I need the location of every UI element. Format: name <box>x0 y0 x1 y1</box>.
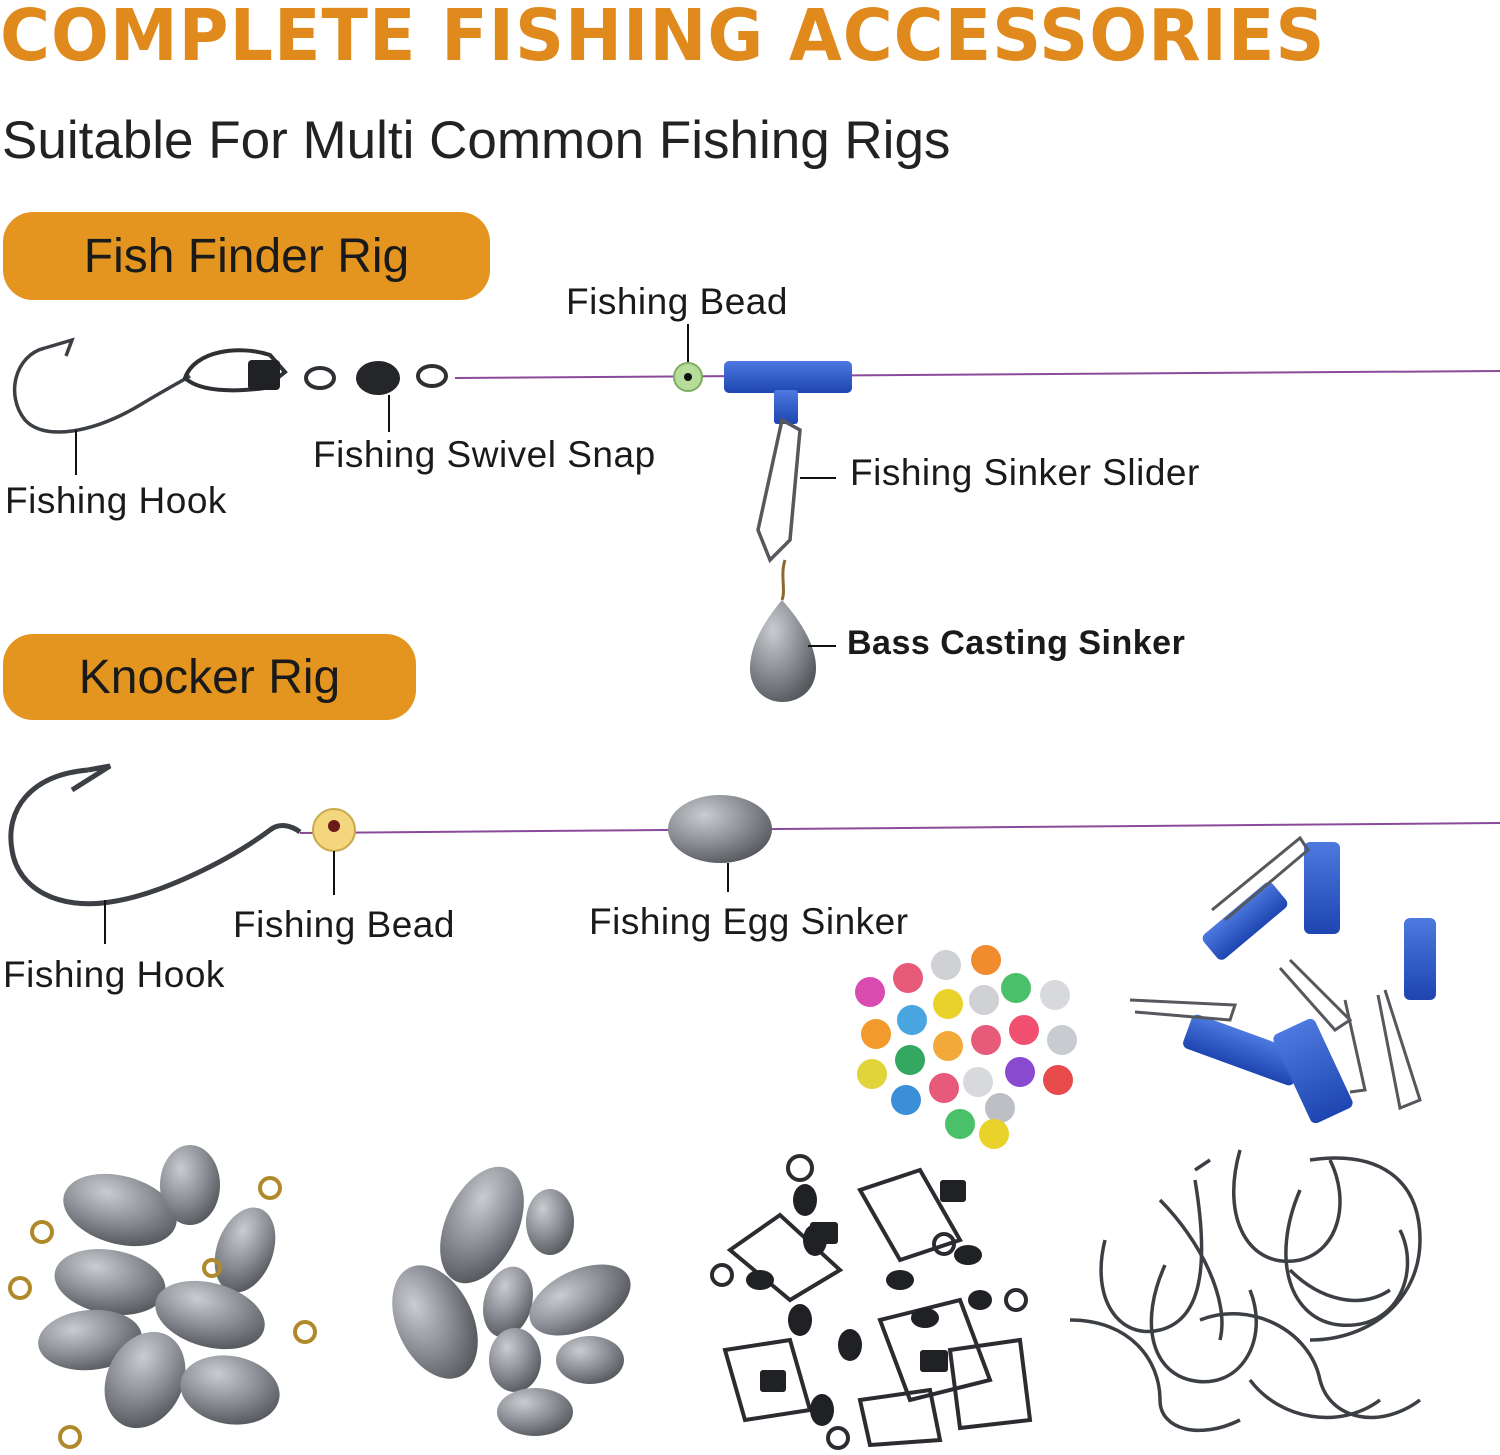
swivel-snap-icon <box>182 348 448 393</box>
label-fish-finder-sinker: Bass Casting Sinker <box>847 624 1186 662</box>
label-knocker-bead: Fishing Bead <box>233 904 455 945</box>
hook-icon <box>12 337 191 434</box>
page-subtitle: Suitable For Multi Common Fishing Rigs <box>2 111 951 170</box>
egg-sinker-icon <box>668 795 772 863</box>
knocker-rig <box>8 763 1500 944</box>
label-fish-finder-bead: Fishing Bead <box>566 281 788 322</box>
sinker-slider-pile <box>1129 835 1436 1124</box>
label-fish-finder-slider: Fishing Sinker Slider <box>850 452 1200 493</box>
sinker-slider-icon <box>724 361 852 601</box>
fishing-line <box>299 822 1500 834</box>
bead-pile <box>855 945 1077 1149</box>
fishing-line <box>454 370 1500 379</box>
hook-pile <box>1069 1149 1422 1433</box>
fish-finder-rig <box>12 324 1500 702</box>
label-knocker-sinker: Fishing Egg Sinker <box>589 901 909 942</box>
label-knocker-hook: Fishing Hook <box>3 954 225 995</box>
egg-sinker-pile <box>392 1166 631 1436</box>
hook-icon <box>8 763 302 907</box>
rig-title-knocker: Knocker Rig <box>3 634 416 720</box>
page-title: COMPLETE FISHING ACCESSORIES <box>0 0 1326 77</box>
swivel-snap-pile <box>710 1154 1033 1450</box>
label-fish-finder-hook: Fishing Hook <box>5 480 227 521</box>
bass-casting-sinker-icon <box>750 600 816 702</box>
rig-title-fish-finder: Fish Finder Rig <box>3 212 490 300</box>
label-fish-finder-swivel: Fishing Swivel Snap <box>313 434 656 475</box>
bass-casting-sinker-pile <box>38 1145 280 1429</box>
